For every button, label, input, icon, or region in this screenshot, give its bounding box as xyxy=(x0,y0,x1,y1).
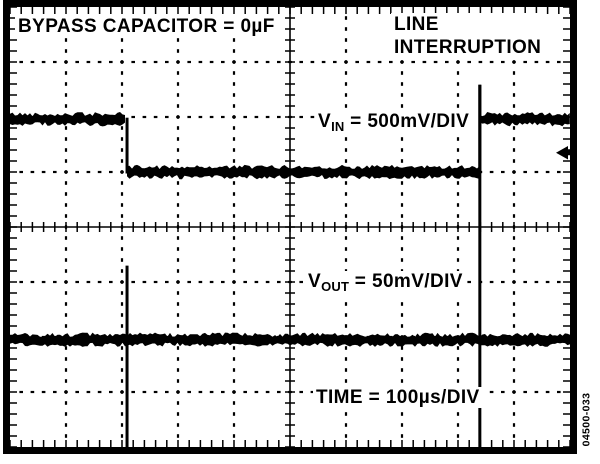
line-interruption-line2: INTERRUPTION xyxy=(394,37,542,58)
vin-scale-text: = 500mV/DIV xyxy=(344,111,470,132)
vout-subscript: OUT xyxy=(321,279,350,294)
bypass-capacitor-label: BYPASS CAPACITOR = 0µF xyxy=(15,16,278,37)
line-interruption-line1: LINE xyxy=(394,14,439,35)
figure-number: 04500-033 xyxy=(580,392,593,447)
time-scale-label: TIME = 100µs/DIV xyxy=(313,387,483,408)
vout-symbol: V xyxy=(308,271,322,292)
vin-symbol: V xyxy=(318,111,332,132)
vout-scale-label: VOUT = 50mV/DIV xyxy=(305,271,466,297)
vin-subscript: IN xyxy=(331,119,345,134)
vin-scale-label: VIN = 500mV/DIV xyxy=(315,111,473,137)
line-interruption-label: LINE INTERRUPTION xyxy=(391,13,545,59)
vout-scale-text: = 50mV/DIV xyxy=(349,271,463,292)
